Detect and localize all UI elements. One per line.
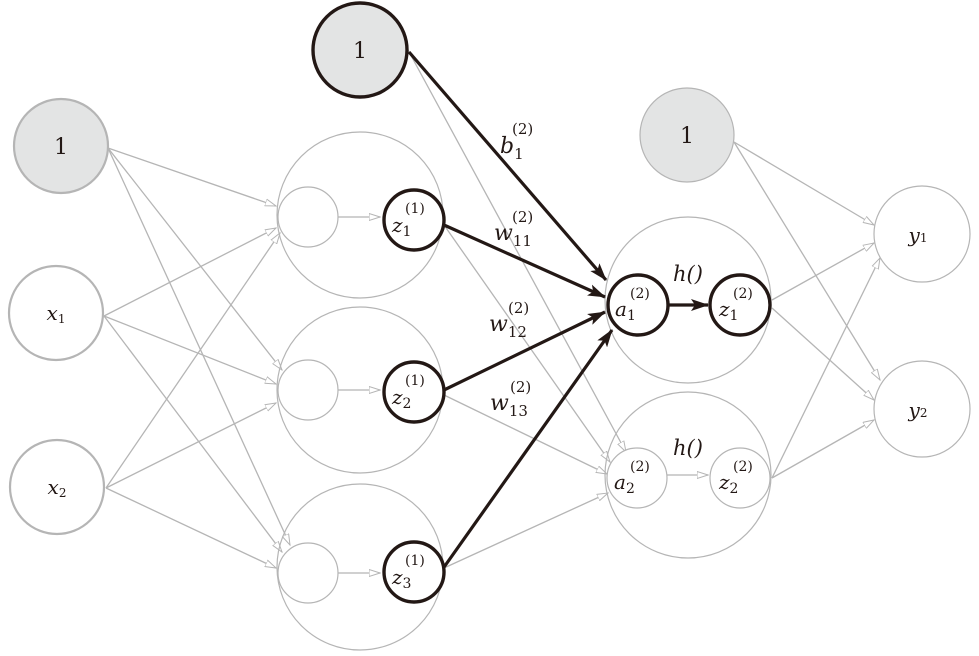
edge-label-b1: b1 (2) [500,120,533,163]
svg-text:x2: x2 [48,475,67,500]
svg-text:z1: z1 [391,213,411,240]
edges-hidden1-to-a2 [407,49,626,569]
edge [771,243,874,301]
edge-label-w13: w13 (2) [490,378,531,420]
svg-text:(1): (1) [405,553,425,569]
svg-text:(2): (2) [510,378,531,396]
bias-node-hidden2: 1 [639,87,735,183]
output-node-y1: y1 [873,185,971,283]
a1-2-node: a1 (2) [606,273,670,337]
edges-hidden2-to-output [733,141,880,479]
edge [105,403,276,489]
svg-text:y1: y1 [908,223,928,247]
svg-text:y2: y2 [908,398,928,422]
svg-text:w12: w12 [489,312,527,341]
svg-text:(2): (2) [733,286,753,302]
edge-b1 [407,50,608,282]
input-node-x1: x1 [7,264,105,362]
svg-text:(1): (1) [405,373,425,389]
edge [107,147,282,370]
edge [733,141,874,225]
hidden-layer-1 [276,131,444,651]
z1-1-node: z1 (1) [382,188,446,252]
edge [733,141,880,380]
z2-2-label: z2 [718,470,738,497]
input-layer: 1 x1 x2 [7,97,110,536]
input-node-x2: x2 [8,438,106,536]
svg-text:z1: z1 [718,297,738,324]
svg-text:(2): (2) [630,286,650,302]
weighted-sum-node-1 [277,186,339,248]
edge [103,315,282,552]
weighted-sum-node-3 [277,542,339,604]
edge [443,224,610,462]
a2-2-node [606,447,668,509]
svg-text:1: 1 [353,39,367,64]
z2-2-sup: (2) [733,459,753,475]
neuron-group-2-2 [604,391,772,559]
edge [105,487,276,568]
edge [771,258,880,479]
edge-w13 [440,329,614,571]
edges-input-to-hidden1 [103,147,290,568]
a2-2-sup: (2) [630,459,650,475]
svg-text:z2: z2 [391,385,411,412]
edge-w12 [443,310,606,392]
edge [105,233,280,489]
edge [443,493,608,569]
svg-text:a1: a1 [615,297,636,324]
svg-text:(2): (2) [508,299,529,317]
svg-text:1: 1 [680,124,694,149]
a2-2-label: a2 [614,470,635,497]
weighted-sum-node-2 [277,359,339,421]
edge-w11 [443,223,606,299]
edge [407,49,626,452]
output-node-y2: y2 [873,360,971,458]
edge [443,394,607,474]
svg-text:z3: z3 [391,565,411,592]
hidden-layer-2 [604,216,772,559]
edge [107,147,290,545]
edge [103,228,276,317]
edge-label-w12: w12 (2) [489,299,529,341]
svg-text:w11: w11 [494,221,532,250]
bias-node-hidden1: 1 [311,1,409,99]
activation-label-h1: h() [673,262,703,286]
edge [103,315,276,384]
z2-2-node [709,447,771,509]
highlighted-edges [407,50,709,571]
edge-label-w11: w11 (2) [494,208,533,250]
svg-text:x1: x1 [47,301,66,326]
svg-text:(1): (1) [405,201,425,217]
edge [771,307,874,400]
edge [107,147,276,207]
z1-2-node: z1 (2) [708,273,772,337]
activation-label-h2: h() [673,436,703,460]
svg-text:1: 1 [54,135,68,160]
z2-1-node: z2 (1) [382,360,446,424]
z3-1-node: z3 (1) [382,540,446,604]
svg-text:w13: w13 [490,391,528,420]
svg-text:b1: b1 [500,134,524,163]
svg-text:(2): (2) [512,120,533,138]
svg-text:(2): (2) [512,208,533,226]
edge [771,420,874,479]
bias-node-input: 1 [12,97,110,195]
